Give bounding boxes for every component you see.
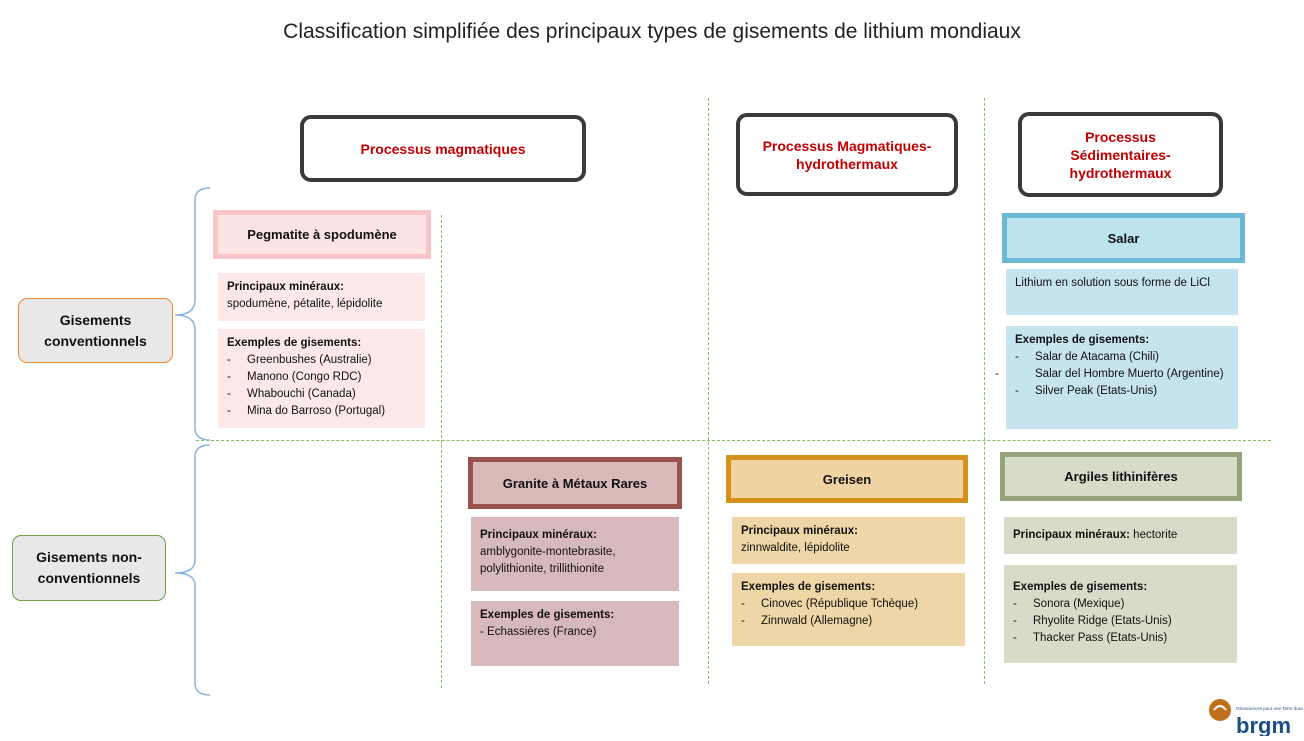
category-granite: Granite à Métaux Rares xyxy=(468,457,682,509)
label-non-conventional: Gisements non-conventionnels xyxy=(12,535,166,601)
header-magmatic: Processus magmatiques xyxy=(300,115,586,182)
column-divider xyxy=(708,98,709,684)
granite-minerals: Principaux minéraux:amblygonite-montebra… xyxy=(471,517,679,591)
category-pegmatite: Pegmatite à spodumène xyxy=(213,210,431,259)
argiles-examples: Exemples de gisements: Sonora (Mexique)R… xyxy=(1004,565,1237,663)
page-title: Classification simplifiée des principaux… xyxy=(283,20,1021,43)
pegmatite-examples: Exemples de gisements: Greenbushes (Aust… xyxy=(218,329,425,428)
column-divider xyxy=(441,215,442,688)
brace-icon xyxy=(174,187,211,696)
svg-text:brgm: brgm xyxy=(1236,713,1291,736)
row-divider xyxy=(196,440,1271,441)
label-conventional: Gisements conventionnels xyxy=(18,298,173,363)
greisen-minerals: Principaux minéraux:zinnwaldite, lépidol… xyxy=(732,517,965,564)
granite-examples: Exemples de gisements:- Echassières (Fra… xyxy=(471,601,679,666)
brgm-logo: brgm Géosciences pour une Terre durable xyxy=(1208,696,1304,738)
header-magmatic-hydrothermal: Processus Magmatiques-hydrothermaux xyxy=(736,113,958,196)
pegmatite-minerals: Principaux minéraux:spodumène, pétalite,… xyxy=(218,273,425,321)
salar-examples: Exemples de gisements: Salar de Atacama … xyxy=(1006,326,1238,429)
svg-text:Géosciences pour une Terre dur: Géosciences pour une Terre durable xyxy=(1236,706,1303,711)
argiles-minerals: Principaux minéraux: hectorite xyxy=(1004,517,1237,554)
salar-description: Lithium en solution sous forme de LiCl xyxy=(1006,269,1238,315)
category-argiles: Argiles lithinifères xyxy=(1000,452,1242,501)
greisen-examples: Exemples de gisements: Cinovec (Républiq… xyxy=(732,573,965,646)
header-sedimentary-hydrothermal: Processus Sédimentaires-hydrothermaux xyxy=(1018,112,1223,197)
category-salar: Salar xyxy=(1002,213,1245,263)
column-divider xyxy=(984,98,985,684)
category-greisen: Greisen xyxy=(726,455,968,503)
